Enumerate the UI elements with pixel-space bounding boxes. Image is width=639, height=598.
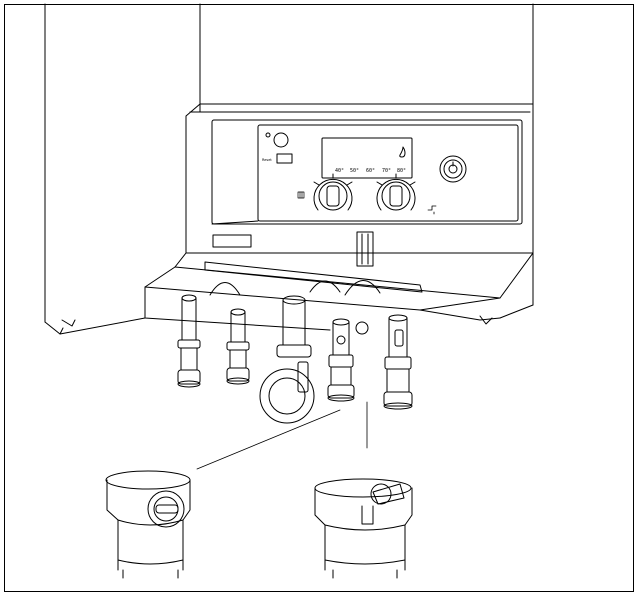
temp-label-40: 40° — [335, 168, 344, 174]
power-button-icon[interactable] — [265, 132, 289, 148]
temp-label-70: 70° — [382, 168, 391, 174]
detail-valve-right — [314, 478, 413, 579]
pressure-gauge-icon — [439, 155, 467, 183]
temp-label-50: 50° — [350, 168, 359, 174]
tap-icon — [427, 205, 437, 215]
reset-button[interactable] — [276, 153, 293, 164]
pipe-connections — [177, 280, 413, 424]
bottom-plate — [61, 252, 534, 331]
temp-label-60: 60° — [366, 168, 375, 174]
detail-valve-left — [105, 470, 191, 579]
heating-temperature-knob[interactable] — [313, 173, 353, 211]
control-panel — [211, 119, 523, 267]
radiator-icon — [297, 191, 305, 199]
temp-label-80: 80° — [397, 168, 406, 174]
flame-icon — [399, 146, 406, 158]
reset-label: Reset — [262, 158, 272, 162]
hot-water-temperature-knob[interactable] — [376, 173, 416, 211]
boiler-casing — [44, 3, 534, 335]
callout-leaders — [196, 401, 368, 470]
temperature-display — [321, 137, 413, 179]
figure-frame — [4, 4, 634, 592]
